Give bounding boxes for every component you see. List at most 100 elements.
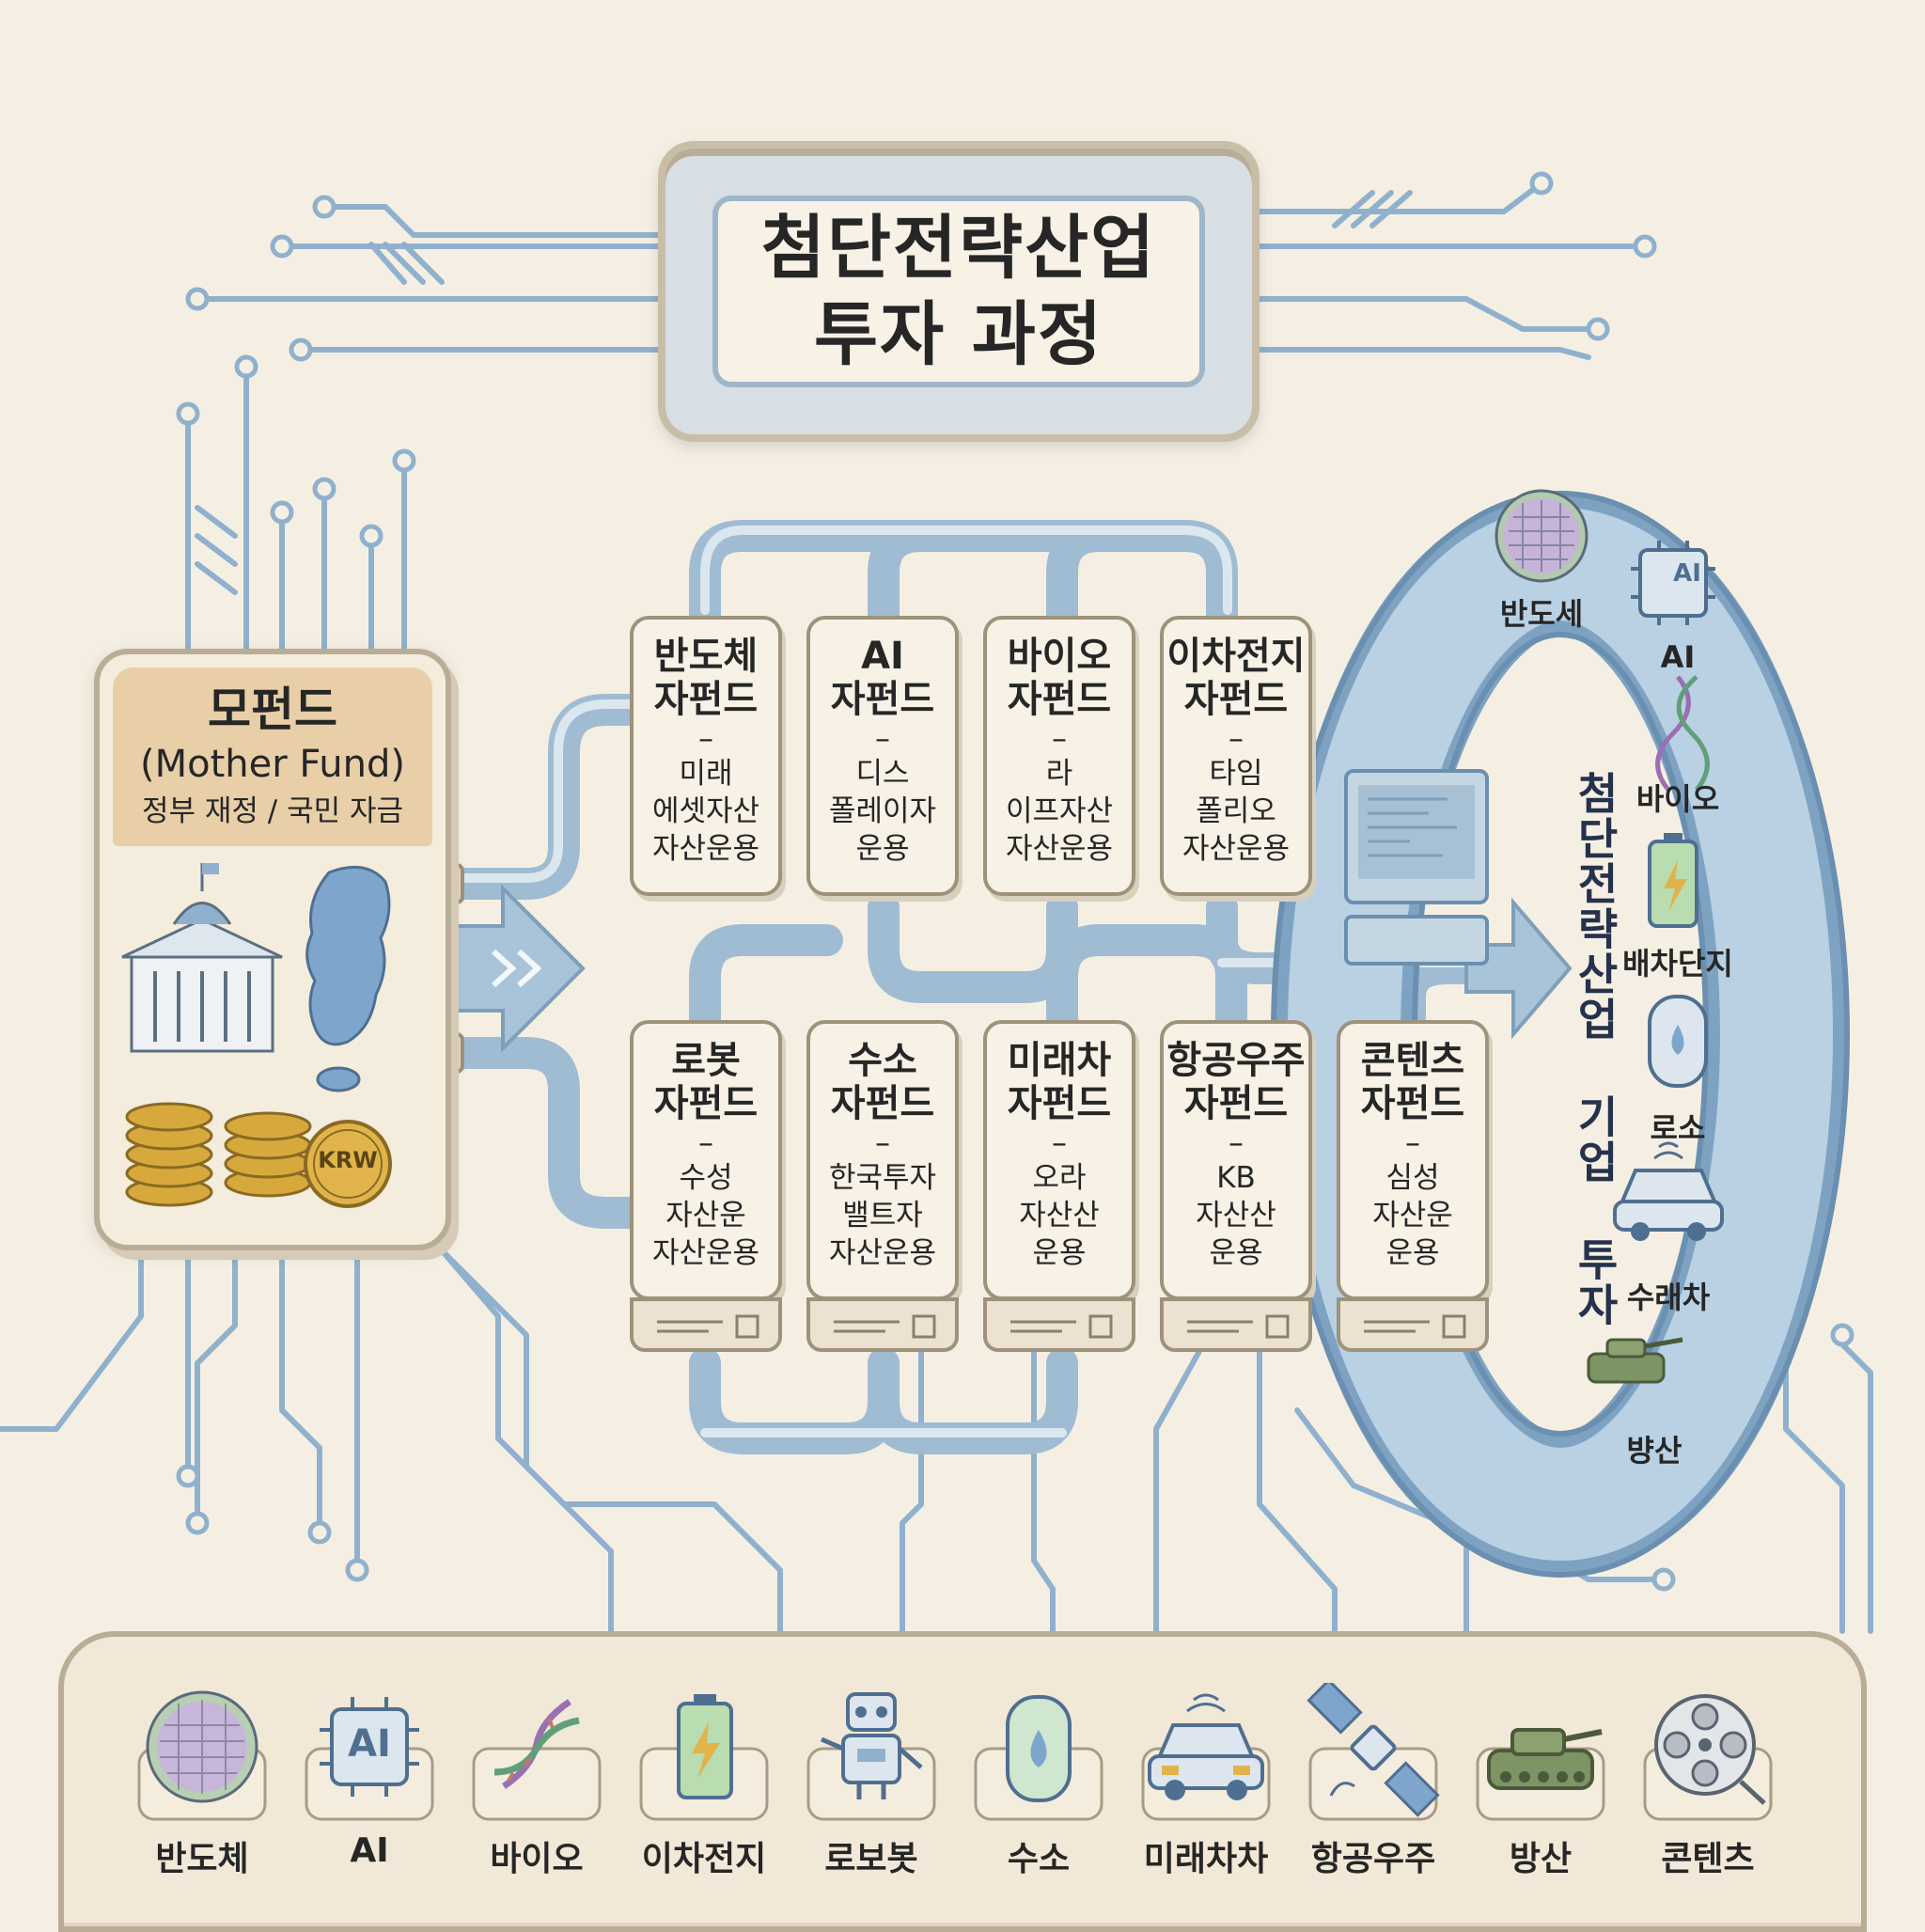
title-line-2: 투자 과정 — [813, 294, 1104, 375]
sub-fund-m1: 한국투자 — [828, 1161, 937, 1195]
mother-fund-subtitle: (Mother Fund) — [140, 743, 405, 786]
industry-tile: 이차전지 — [634, 1683, 775, 1880]
ring-label-1: AI — [1660, 639, 1696, 675]
sub-fund-name2: 자펀드 — [1360, 1082, 1465, 1125]
sub-fund-m3: 자산운용 — [1182, 832, 1291, 866]
industry-tile: 콘텐츠 — [1637, 1683, 1778, 1880]
sub-fund-m2: 폴리오 — [1196, 794, 1276, 828]
sub-fund-name1: 미래차 — [1007, 1039, 1112, 1082]
industry-tile: 로보봇 — [801, 1683, 942, 1880]
coin-label: KRW — [318, 1147, 378, 1173]
sub-fund-m1: 수성 — [679, 1161, 733, 1195]
mother-fund-note: 정부 재정 / 국민 자금 — [141, 794, 404, 828]
title-inner: 첨단전략산업 투자 과정 — [712, 196, 1205, 387]
industry-tile: 항공우주 — [1303, 1683, 1444, 1880]
sub-fund-m1: 오라 — [1032, 1161, 1087, 1195]
sub-fund-name1: 바이오 — [1007, 635, 1112, 678]
sub-fund-base — [630, 1297, 782, 1352]
sub-fund-dash: – — [698, 1124, 713, 1160]
sub-fund-m3: 운용 — [1032, 1236, 1087, 1270]
hydrogen-tank-icon — [974, 1695, 1103, 1821]
ring-label-6: 뱡산 — [1626, 1433, 1682, 1469]
sub-fund-m1: 심성 — [1385, 1161, 1440, 1195]
ring-icons — [1495, 489, 1724, 1384]
sub-fund-base — [1337, 1297, 1489, 1352]
industry-chip-text: AI — [348, 1722, 391, 1766]
industry-tile: 바이오 — [466, 1683, 607, 1880]
dna-icon — [472, 1699, 602, 1821]
monitor-icon — [1344, 769, 1489, 966]
sub-fund-dash: – — [1229, 1124, 1244, 1160]
sub-fund-m3: 운용 — [1209, 1236, 1263, 1270]
industry-label: 바이오 — [490, 1840, 584, 1878]
industry-label: AI — [350, 1831, 389, 1870]
ring-label-2: 바이오 — [1635, 781, 1720, 817]
sub-fund-m2: 밸트자 — [842, 1199, 923, 1233]
sub-fund-name2: 자펀드 — [653, 678, 759, 721]
sub-fund-name2: 자펀드 — [1007, 1082, 1112, 1125]
ai-chip-icon — [1631, 541, 1715, 625]
sub-fund-dash: – — [875, 720, 890, 756]
tank-icon — [1476, 1728, 1605, 1821]
sub-fund-name1: 반도체 — [653, 635, 759, 678]
industry-label: 항공우주 — [1310, 1840, 1436, 1878]
sub-fund-dash: – — [1052, 720, 1067, 756]
robot-icon — [806, 1692, 936, 1821]
wafer-icon — [137, 1690, 267, 1821]
sub-fund-m1: 라 — [1045, 757, 1073, 791]
car-icon — [1141, 1693, 1271, 1821]
sub-fund-name2: 자펀드 — [830, 678, 935, 721]
industry-label: 로보봇 — [824, 1840, 918, 1878]
sub-fund-name1: AI — [861, 635, 904, 678]
industry-label: 미래차차 — [1143, 1840, 1269, 1878]
sub-fund-name1: 콘텐츠 — [1360, 1039, 1465, 1082]
title-line-1: 첨단전략산업 — [760, 208, 1157, 289]
industry-label: 콘텐츠 — [1661, 1840, 1755, 1878]
sub-fund-m1: 디스 — [855, 757, 910, 791]
industry-tile: 방산 — [1470, 1683, 1611, 1880]
industry-label: 반도체 — [155, 1840, 249, 1878]
sub-fund-dash: – — [1052, 1124, 1067, 1160]
korea-map-icon — [305, 865, 391, 1092]
sub-fund-dash: – — [1229, 720, 1244, 756]
sub-fund-base — [1160, 1297, 1312, 1352]
coin-stack-icon — [125, 1102, 392, 1208]
sub-fund-name1: 수소 — [848, 1039, 917, 1082]
sub-fund-name2: 자펀드 — [830, 1082, 935, 1125]
ai-chip-icon — [305, 1697, 434, 1821]
industry-tile: 수소 — [968, 1683, 1109, 1880]
sub-fund-m3: 자산운용 — [651, 832, 760, 866]
title-panel: 첨단전략산업 투자 과정 — [658, 141, 1260, 442]
flow-arrow-to-ring — [1464, 897, 1573, 1040]
industry-label: 방산 — [1509, 1840, 1573, 1878]
ring-title: 첨단전략산업 기업 투자 — [1570, 771, 1620, 1327]
sub-fund-name1: 로봇 — [671, 1039, 741, 1082]
sub-fund-name2: 자펀드 — [1007, 678, 1112, 721]
sub-fund-m3: 운용 — [1385, 1236, 1440, 1270]
battery-icon — [1648, 833, 1698, 928]
sub-fund-m3: 자산운용 — [828, 1236, 937, 1270]
mother-fund-panel: 모펀드 (Mother Fund) 정부 재정 / 국민 자금 — [94, 649, 451, 1250]
film-reel-icon — [1643, 1694, 1773, 1821]
sub-fund-name2: 자펀드 — [1183, 1082, 1289, 1125]
tank-icon — [1587, 1337, 1683, 1384]
ring-label-5: 수래차 — [1626, 1280, 1711, 1315]
sub-fund-base — [806, 1297, 959, 1352]
ring-label-0: 반도세 — [1499, 596, 1584, 632]
sub-fund-m1: 타임 — [1209, 757, 1263, 791]
sub-fund-m2: 자산운 — [1372, 1199, 1453, 1233]
sub-fund-dash: – — [875, 1124, 890, 1160]
sub-fund-m2: 폴레이자 — [828, 794, 937, 828]
sub-fund-m2: 자산운 — [665, 1199, 746, 1233]
industry-tile: 반도체 — [132, 1683, 273, 1880]
sub-fund-name1: 항공우주 — [1166, 1039, 1306, 1082]
sub-fund-m2: 에셋자산 — [651, 794, 760, 828]
sub-fund-name2: 자펀드 — [1183, 678, 1289, 721]
